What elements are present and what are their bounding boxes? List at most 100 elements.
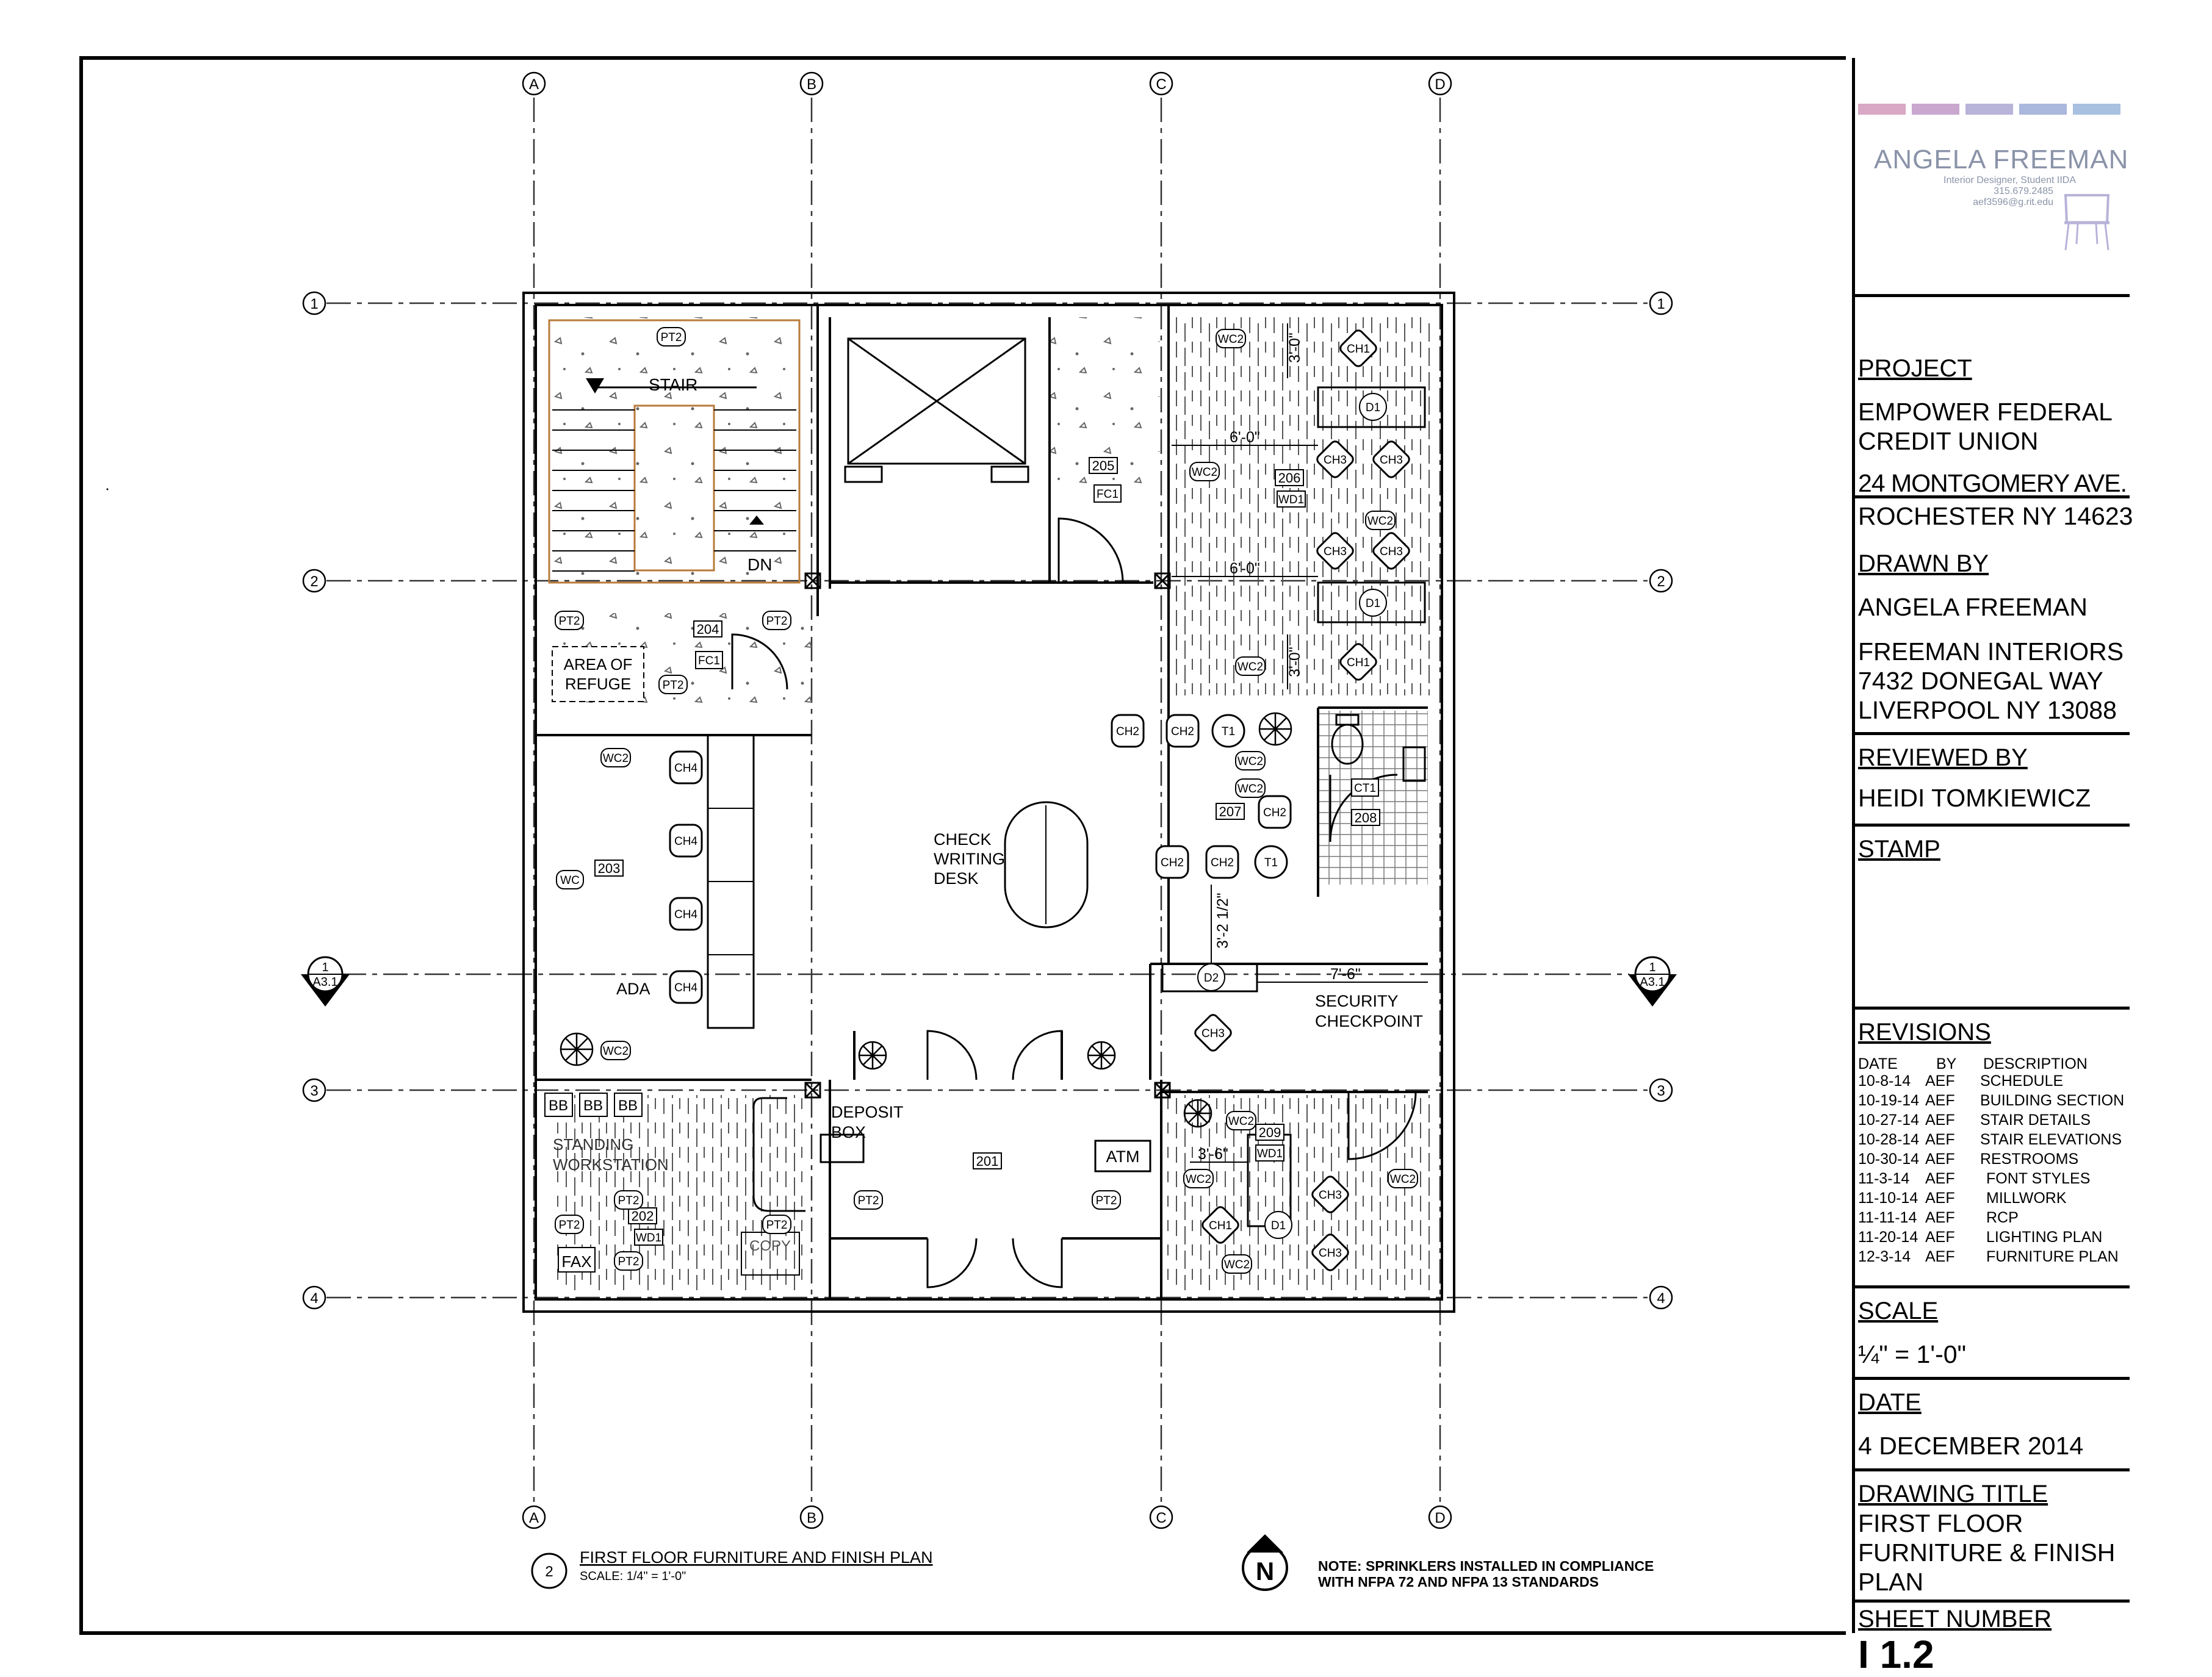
revisions-heading: REVISIONS	[1858, 1019, 1991, 1046]
svg-text:3'-6": 3'-6"	[1198, 1146, 1228, 1163]
svg-text:DESK: DESK	[934, 869, 979, 888]
tag-fc1: FC1	[695, 651, 723, 669]
svg-text:CH3: CH3	[1319, 1189, 1342, 1202]
svg-text:204: 204	[697, 622, 719, 637]
svg-text:PT2: PT2	[618, 1194, 639, 1207]
tag-wc: WC	[556, 870, 584, 889]
chair-ch4: CH4	[669, 824, 703, 858]
tag-wc2: WC2	[1388, 1169, 1418, 1188]
scale-section: SCALE ¼" = 1'-0"	[1852, 1288, 2130, 1380]
svg-text:D1: D1	[1271, 1219, 1286, 1232]
logo-name: ANGELA FREEMAN	[1874, 145, 2129, 174]
logo-bar	[2073, 104, 2120, 115]
standing-workstation-area: BB BB BB STANDING WORKSTATION FAX COPY	[544, 1093, 805, 1276]
svg-text:3: 3	[1657, 1083, 1665, 1099]
svg-text:BOX: BOX	[831, 1123, 866, 1141]
logo-email: aef3596@g.rit.edu	[1973, 197, 2053, 207]
svg-text:WC2: WC2	[1228, 1115, 1254, 1128]
drawn-by-line: LIVERPOOL NY 13088	[1858, 696, 2117, 724]
svg-text:CH1: CH1	[1347, 343, 1370, 356]
tag-wc2: WC2	[1216, 329, 1246, 348]
project-heading: PROJECT	[1858, 355, 1972, 382]
svg-text:201: 201	[976, 1154, 999, 1169]
grid-bubble-c-top: C	[1149, 71, 1173, 96]
svg-text:CH4: CH4	[674, 762, 697, 775]
sheet-border	[79, 56, 1846, 1635]
svg-text:2: 2	[545, 1564, 553, 1580]
svg-text:DEPOSIT: DEPOSIT	[831, 1103, 904, 1121]
plant-icon	[1087, 1041, 1116, 1070]
area-of-refuge: AREA OF REFUGE	[552, 646, 644, 702]
tag-pt2: PT2	[555, 1215, 584, 1234]
svg-text:BB: BB	[549, 1097, 568, 1114]
chair-ch2: CH2	[1205, 845, 1239, 879]
svg-text:CHECK: CHECK	[934, 830, 992, 849]
svg-text:WC: WC	[560, 874, 580, 887]
tag-wd1: WD1	[1255, 1144, 1284, 1162]
tag-wc2: WC2	[1226, 1111, 1256, 1130]
svg-text:CH2: CH2	[1116, 725, 1139, 738]
svg-text:CH2: CH2	[1171, 725, 1194, 738]
reviewed-by-heading: REVIEWED BY	[1858, 744, 2028, 771]
svg-text:WC2: WC2	[1218, 333, 1244, 346]
svg-text:T1: T1	[1264, 856, 1278, 869]
svg-text:PT2: PT2	[766, 1219, 788, 1232]
svg-text:3'-2 1/2": 3'-2 1/2"	[1214, 893, 1231, 949]
svg-text:2: 2	[1657, 573, 1665, 590]
table-t1: T1	[1254, 845, 1288, 879]
tag-wc2: WC2	[600, 748, 631, 767]
plant-icon	[1183, 1099, 1212, 1128]
drawing-title-heading: DRAWING TITLE	[1858, 1481, 2048, 1507]
logo-bar	[2019, 104, 2067, 115]
chair-ch1: CH1	[1201, 1206, 1239, 1244]
dn-label: DN	[748, 555, 772, 574]
chair-ch3: CH3	[1372, 532, 1410, 570]
svg-text:WD1: WD1	[636, 1232, 661, 1244]
svg-text:3'-0": 3'-0"	[1286, 647, 1303, 677]
room-tag-206: 206	[1275, 469, 1304, 486]
svg-text:WC2: WC2	[603, 752, 629, 765]
room-tag-207: 207	[1216, 803, 1245, 820]
svg-text:CH3: CH3	[1380, 454, 1403, 467]
svg-text:WORKSTATION: WORKSTATION	[553, 1155, 669, 1174]
svg-text:PT2: PT2	[1096, 1194, 1117, 1207]
drawing-caption: 2 FIRST FLOOR FURNITURE AND FINISH PLAN …	[531, 1548, 933, 1589]
svg-text:206: 206	[1278, 470, 1301, 486]
plant-icons	[560, 712, 1292, 1128]
room-tag-203: 203	[594, 860, 624, 877]
tag-ct1: CT1	[1351, 778, 1379, 797]
chair-ch2: CH2	[1258, 795, 1292, 829]
svg-text:6'-0": 6'-0"	[1230, 560, 1260, 577]
chair-ch2: CH2	[1165, 714, 1200, 748]
svg-text:T1: T1	[1222, 725, 1235, 738]
sheet-number-section: SHEET NUMBER	[1852, 1603, 2130, 1633]
svg-text:PT2: PT2	[618, 1255, 639, 1268]
svg-text:A: A	[529, 76, 539, 93]
svg-text:CH1: CH1	[1209, 1219, 1232, 1232]
restroom-208-floor	[1318, 711, 1428, 885]
grid-bubble-a-bottom: A	[522, 1505, 546, 1529]
svg-text:D1: D1	[1366, 597, 1380, 610]
svg-text:FIRST FLOOR FURNITURE AND FINI: FIRST FLOOR FURNITURE AND FINISH PLAN	[580, 1548, 933, 1567]
tag-wc2: WC2	[1235, 751, 1266, 770]
plant-icon	[560, 1032, 594, 1066]
chair-ch4: CH4	[669, 750, 703, 785]
svg-text:PT2: PT2	[766, 615, 788, 628]
north-arrow-icon: N	[1242, 1534, 1288, 1591]
svg-text:WD1: WD1	[1278, 494, 1304, 506]
svg-text:CHECKPOINT: CHECKPOINT	[1315, 1012, 1423, 1030]
date-value: 4 DECEMBER 2014	[1858, 1432, 2084, 1460]
logo-section: ANGELA FREEMAN Interior Designer, Studen…	[1852, 58, 2130, 297]
drawn-by-heading: DRAWN BY	[1858, 550, 1989, 577]
title-block: ANGELA FREEMAN Interior Designer, Studen…	[1852, 58, 2133, 1676]
svg-text:PT2: PT2	[661, 331, 682, 344]
svg-text:207: 207	[1219, 804, 1242, 819]
svg-text:3: 3	[310, 1083, 318, 1099]
svg-text:1: 1	[1657, 296, 1665, 312]
svg-text:WD1: WD1	[1257, 1147, 1283, 1160]
doors	[731, 517, 1417, 1288]
drawn-by-line: ANGELA FREEMAN	[1858, 593, 2088, 621]
svg-text:D: D	[1435, 1510, 1445, 1526]
chair-ch4: CH4	[669, 970, 703, 1004]
project-section: PROJECT EMPOWER FEDERAL CREDIT UNION 24 …	[1852, 297, 2130, 498]
